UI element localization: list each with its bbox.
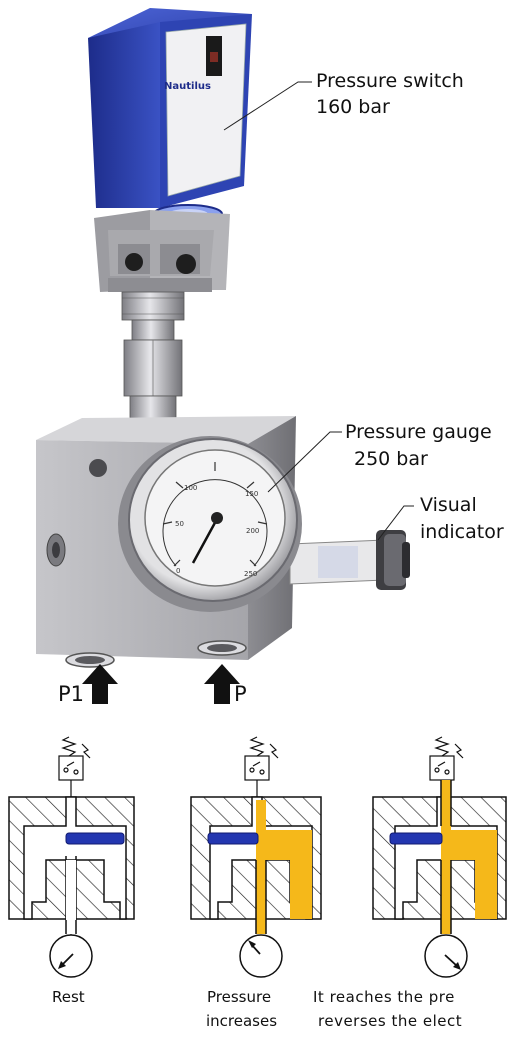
- pressure-gauge-label-line1: Pressure gauge: [345, 421, 492, 443]
- port-label-p: P: [234, 682, 247, 706]
- state-panel-pressure-increases: [190, 736, 322, 978]
- gauge-symbol-icon: [239, 934, 283, 978]
- gauge-tick: 250: [244, 570, 257, 578]
- state-panel-rest: [8, 736, 135, 978]
- pipe-fitting: [121, 291, 185, 419]
- gauge-tick: 100: [184, 484, 197, 492]
- visual-indicator: [289, 530, 410, 590]
- gauge-tick: 200: [246, 527, 259, 535]
- gauge-tick: 50: [175, 520, 184, 528]
- state-caption-pressure-line2: increases: [206, 1012, 278, 1030]
- inlet-arrows: [82, 664, 240, 704]
- state-caption-rest: Rest: [52, 988, 85, 1006]
- switch-symbol-icon: [244, 736, 279, 797]
- label-leaders: [223, 81, 414, 541]
- pressure-switch-label-line1: Pressure switch: [316, 70, 464, 92]
- pressure-gauge-label-line2: 250 bar: [354, 448, 428, 470]
- pressure-switch-label-line2: 160 bar: [316, 96, 390, 118]
- state-panel-reaches-pressure: [372, 736, 507, 978]
- state-caption-reaches-line1: It reaches the pre: [313, 988, 455, 1006]
- gauge-tick: 0: [176, 567, 180, 575]
- state-caption-pressure-line1: Pressure: [207, 988, 272, 1006]
- brand-label: Nautilus: [164, 81, 211, 92]
- visual-indicator-label-line2: indicator: [420, 521, 504, 543]
- pressure-gauge: 0 50 100 150 200 250: [118, 436, 302, 612]
- pressure-switch: Nautilus: [88, 8, 252, 224]
- arrow-up-icon: [82, 664, 118, 704]
- visual-indicator-label-line1: Visual: [420, 494, 477, 516]
- switch-symbol-icon: [58, 736, 91, 797]
- state-caption-reaches-line2: reverses the elect: [318, 1012, 463, 1030]
- switch-adapter-block: [94, 210, 230, 292]
- port-label-p1: P1: [58, 682, 85, 706]
- arrow-up-icon: [204, 664, 240, 704]
- gauge-tick: 150: [245, 490, 258, 498]
